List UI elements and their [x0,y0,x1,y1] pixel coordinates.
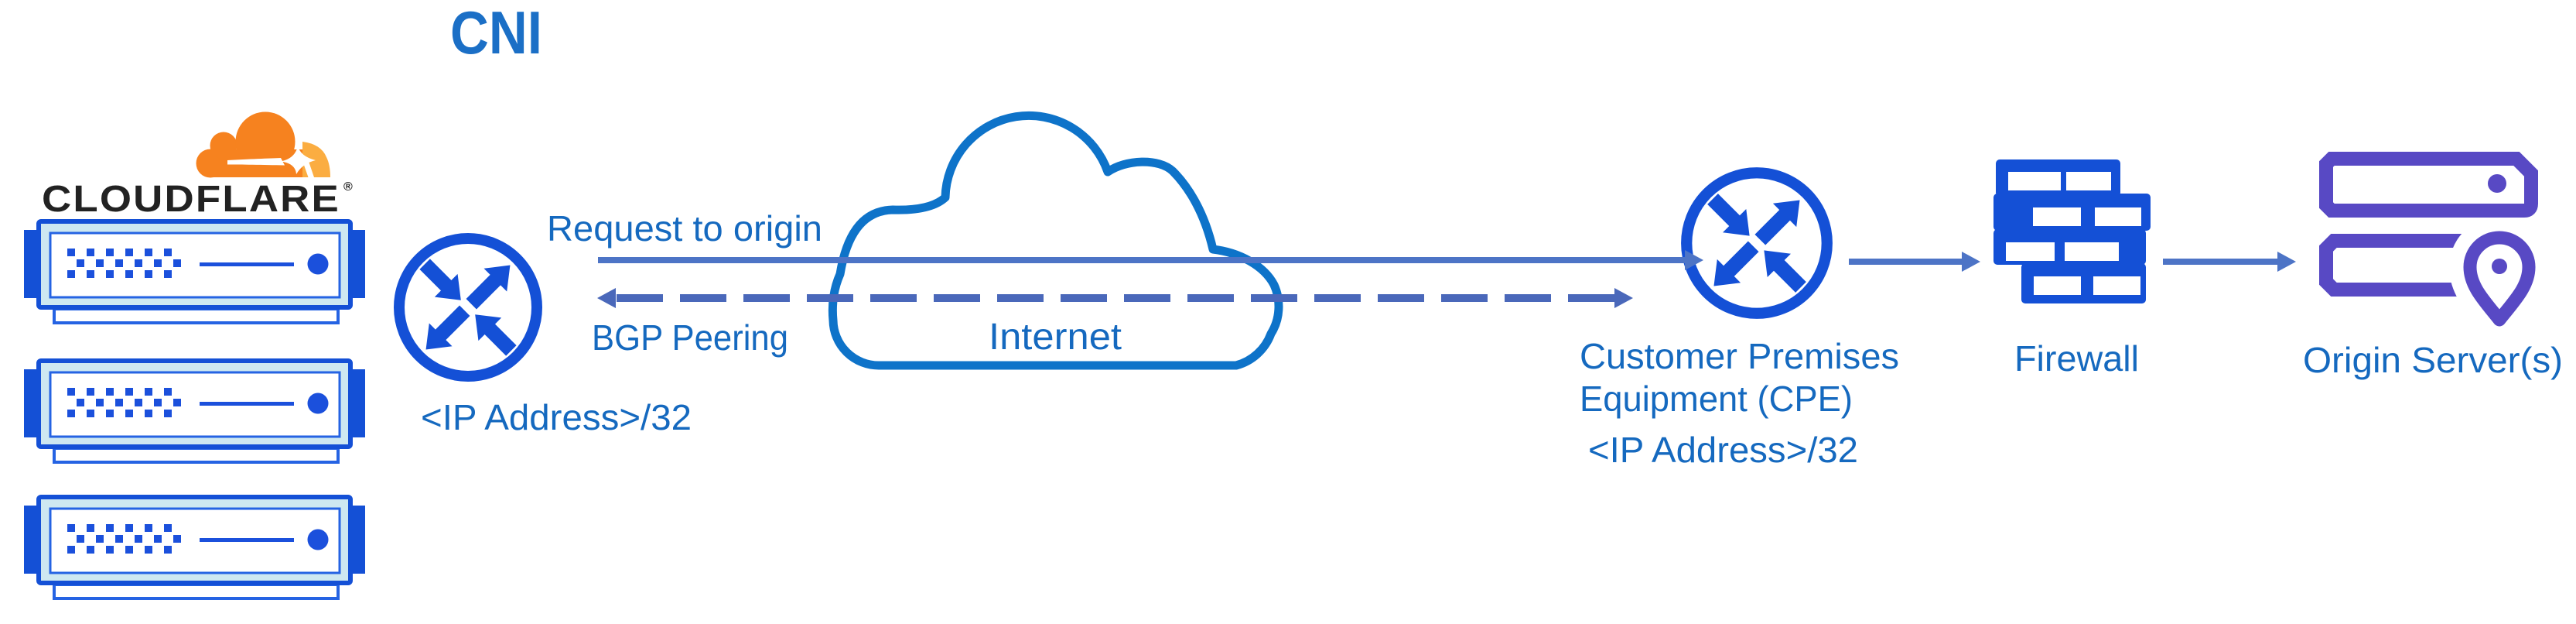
origin-server-bottom-unit [2319,234,2516,297]
origin-servers-icon [2319,152,2550,341]
router-icon [399,238,537,376]
firewall-to-origin-arrowhead [2277,252,2296,272]
logo-cloud-main-bump [235,111,296,172]
edge-router-ip-label: <IP Address>/32 [421,397,692,437]
logo-flare-star [281,146,316,174]
origin-node: Origin Server(s) [2303,152,2563,380]
server-icon [24,221,365,323]
bgp-arrowhead-right [1614,288,1633,308]
pin-center-dot [2492,259,2507,274]
firewall-icon [1993,159,2151,303]
server-icon [24,361,365,462]
origin-server-top-unit [2319,152,2538,218]
cloud-icon [828,111,1283,370]
logo-cloud-left-bump [210,132,237,159]
router-icon [1686,173,1827,314]
cloudflare-wordmark: CLOUDFLARE [42,179,340,220]
logo-flare-gap [303,161,314,177]
bgp-arrowhead-left [597,288,616,308]
cloudflare-cloud-icon [196,111,330,178]
cpe-to-firewall-arrow [1849,252,1980,272]
origin-server-led-dot [2488,174,2506,193]
internet-cloud: Internet [828,111,1283,370]
cpe-to-firewall-arrowhead [1962,252,1980,272]
request-label: Request to origin [547,208,822,249]
logo-flare-slash [227,158,285,166]
firewall-label: Firewall [2014,338,2139,379]
server-stack [24,221,365,598]
cpe-node: Customer Premises Equipment (CPE) <IP Ad… [1580,173,1899,470]
origin-label: Origin Server(s) [2303,340,2563,380]
bgp-label: BGP Peering [592,317,788,358]
cpe-label-line1: Customer Premises [1580,336,1899,376]
page-title: CNI [450,0,542,67]
cloudflare-logo: CLOUDFLARE ® [42,111,353,220]
edge-router: <IP Address>/32 [399,238,692,437]
cpe-ip-label: <IP Address>/32 [1588,430,1858,470]
location-pin-icon [2463,231,2536,327]
firewall-node: Firewall [1993,159,2151,379]
internet-label: Internet [989,317,1122,358]
firewall-to-origin-arrow [2163,252,2296,272]
server-icon [24,497,365,598]
bgp-connection: BGP Peering [592,288,1633,358]
registered-trademark: ® [343,180,353,194]
cpe-label-line2: Equipment (CPE) [1580,379,1853,419]
firewall-brick-holes [2006,172,2141,295]
request-connection: Request to origin [547,208,1703,270]
